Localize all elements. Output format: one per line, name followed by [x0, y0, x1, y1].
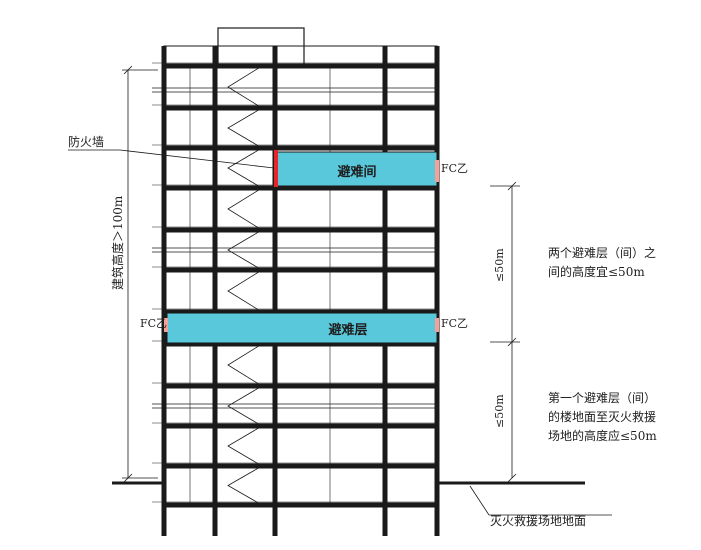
note-lower-line3: 场地的高度应≤50m [548, 428, 657, 443]
column [434, 46, 440, 536]
stair-flight [227, 343, 263, 387]
building-height-dimension [122, 65, 158, 483]
refuge-floor-label: 避难层 [328, 322, 367, 338]
note-upper-line2: 间的高度宜≤50m [548, 264, 645, 279]
floor-slab [164, 227, 437, 233]
stair-zigzag [227, 65, 263, 506]
ground-line [112, 481, 612, 516]
column [212, 46, 218, 536]
fire-wall-label: 防火墙 [68, 134, 104, 149]
note-lower-line1: 第一个避难层（间） [548, 391, 656, 405]
fc-door-lower-left [164, 318, 168, 332]
stair-flight [227, 425, 263, 467]
refuge-floor [166, 312, 438, 344]
roof-penthouse [217, 27, 305, 67]
stair-flight [227, 147, 263, 189]
floor-slab [164, 267, 437, 273]
stair-flight [227, 465, 263, 506]
fc-label-lower-left: FC乙 [140, 317, 167, 330]
stair-flight [227, 385, 263, 427]
spacing-dimension-lower [490, 341, 520, 483]
fire-wall [274, 150, 278, 187]
fire-wall-leader [119, 149, 275, 169]
note-lower-line2: 的楼地面至灭火救援 [548, 409, 656, 424]
floor-slab [164, 423, 437, 429]
refuge-room-label: 避难间 [337, 164, 376, 180]
floor-slab [164, 341, 437, 347]
building-height-label: 建筑高度＞100m [110, 195, 125, 290]
stair-flight [227, 269, 263, 313]
building-columns [161, 46, 440, 536]
spacing-label-lower: ≤50m [493, 394, 506, 428]
fc-label-lower-right: FC乙 [441, 317, 468, 330]
column [272, 46, 278, 536]
column [382, 46, 388, 536]
note-upper-line1: 两个避难层（间）之 [548, 246, 656, 260]
stair-flight [227, 187, 263, 231]
stair-flight [227, 229, 263, 271]
column [161, 46, 167, 536]
floor-slab [164, 383, 437, 389]
fc-door-upper-right [435, 160, 439, 182]
stair-flight [227, 65, 263, 109]
floor-slab [164, 309, 437, 315]
floor-slab [164, 185, 437, 191]
ground-label: 灭火救援场地地面 [490, 513, 586, 528]
fc-label-upper-right: FC乙 [441, 162, 468, 175]
fc-door-lower-right [435, 318, 439, 332]
floor-slab [164, 105, 437, 111]
floor-slab [164, 502, 437, 508]
spacing-label-upper: ≤50m [493, 248, 506, 282]
floor-slabs [152, 45, 439, 508]
floor-slab [164, 145, 437, 151]
refuge-room [276, 151, 438, 187]
floor-slab [164, 463, 437, 469]
stair-flight [227, 107, 263, 149]
